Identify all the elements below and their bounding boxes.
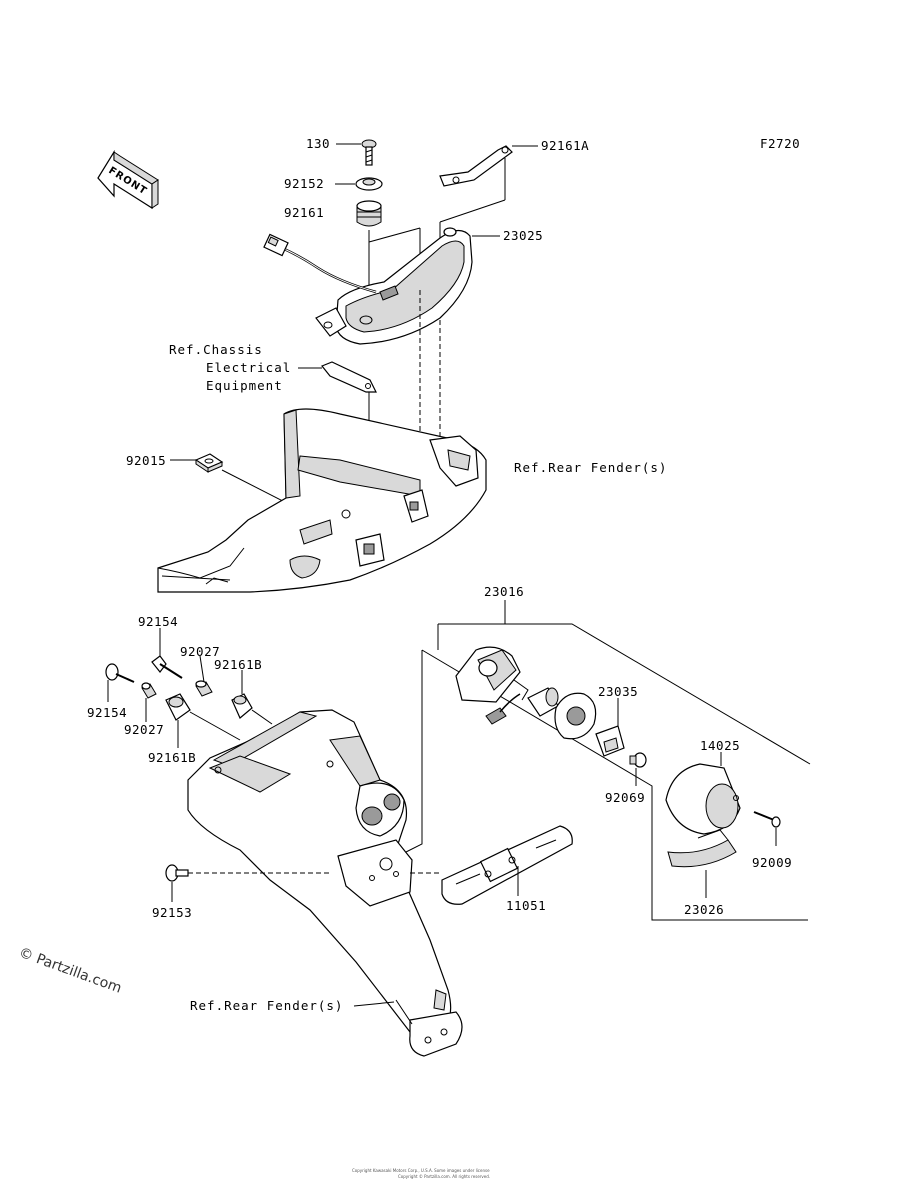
label-92015: 92015 <box>126 453 166 468</box>
bulb-92069-icon <box>629 752 647 768</box>
collar-92152-icon <box>355 177 383 191</box>
rear-fender-upper-icon <box>157 408 487 593</box>
footer-line1: Copyright Kawasaki Motors Corp., U.S.A. … <box>352 1168 490 1173</box>
label-92154-left: 92154 <box>87 705 127 720</box>
label-23025: 23025 <box>503 228 543 243</box>
label-92161A: 92161A <box>541 138 589 153</box>
label-14025: 14025 <box>700 738 740 753</box>
label-92161B-top: 92161B <box>214 657 262 672</box>
nut-92015-icon <box>194 453 224 473</box>
bolt-130-icon <box>361 139 377 166</box>
ref-chassis-line1: Ref.Chassis <box>169 342 263 357</box>
label-92153: 92153 <box>152 905 192 920</box>
label-92161B-bottom: 92161B <box>148 750 196 765</box>
diagram-code: F2720 <box>760 136 800 151</box>
cover-14025-icon <box>665 763 741 835</box>
label-92154-top: 92154 <box>138 614 178 629</box>
lens-23026-icon <box>667 829 737 868</box>
license-light-base-icon <box>455 646 529 725</box>
label-11051: 11051 <box>506 898 546 913</box>
bolt-92153-icon <box>165 864 189 882</box>
connector-icon <box>263 233 289 257</box>
label-130: 130 <box>306 136 330 151</box>
bracket-11051-icon <box>441 825 573 905</box>
rear-fender-lower-icon <box>187 709 463 1057</box>
label-92161: 92161 <box>284 205 324 220</box>
label-92009: 92009 <box>752 855 792 870</box>
ref-rear-fender-lower: Ref.Rear Fender(s) <box>190 998 343 1013</box>
label-92069: 92069 <box>605 790 645 805</box>
tail-light-23025-icon <box>315 227 473 345</box>
label-92027-top: 92027 <box>180 644 220 659</box>
ref-chassis-line2: Electrical <box>206 360 291 375</box>
damper-92161B-bottom-icon <box>165 693 191 721</box>
socket-23035-icon <box>554 692 625 757</box>
washer-92154-left-icon <box>105 663 135 683</box>
ref-rear-fender-upper: Ref.Rear Fender(s) <box>514 460 667 475</box>
label-92027-left: 92027 <box>124 722 164 737</box>
label-92152: 92152 <box>284 176 324 191</box>
screw-92009-icon <box>753 811 781 828</box>
footer-line2: Copyright © Partzilla.com. All rights re… <box>398 1174 490 1179</box>
damper-92161-icon <box>356 200 382 227</box>
bracket-92161A-icon <box>439 145 513 187</box>
front-arrow-icon: FRONT <box>97 149 159 210</box>
ref-chassis-line3: Equipment <box>206 378 283 393</box>
collar-92027-left-icon <box>141 682 157 699</box>
label-23016: 23016 <box>484 584 524 599</box>
collar-92027-top-icon <box>195 680 213 697</box>
socket-icon <box>527 687 559 717</box>
label-23035: 23035 <box>598 684 638 699</box>
watermark: © Partzilla.com <box>17 945 124 997</box>
ground-strap-icon <box>321 361 377 393</box>
washer-92154-top-icon <box>151 655 183 679</box>
damper-92161B-top-icon <box>231 693 253 719</box>
label-23026: 23026 <box>684 902 724 917</box>
